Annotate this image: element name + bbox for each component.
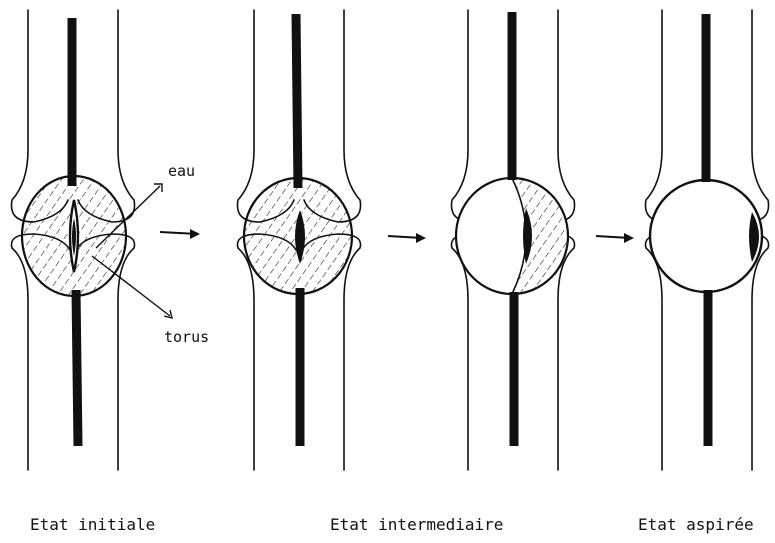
panel-intermediate — [451, 10, 574, 470]
caption-aspirated: Etat aspirée — [638, 515, 754, 534]
pit-membrane — [650, 180, 762, 292]
label-water: eau — [168, 162, 195, 180]
caption-initial: Etat initiale — [30, 515, 155, 534]
label-torus: torus — [164, 328, 209, 346]
transition-arrow-1 — [160, 229, 200, 239]
transition-arrow-3 — [596, 233, 634, 243]
caption-intermediate: Etat intermediaire — [330, 515, 503, 534]
panel-intermediate-start — [237, 10, 360, 470]
panel-initial: eau torus — [11, 10, 209, 470]
panel-aspirated — [645, 10, 768, 470]
transition-arrow-2 — [388, 233, 426, 243]
middle-lamella — [296, 14, 298, 188]
